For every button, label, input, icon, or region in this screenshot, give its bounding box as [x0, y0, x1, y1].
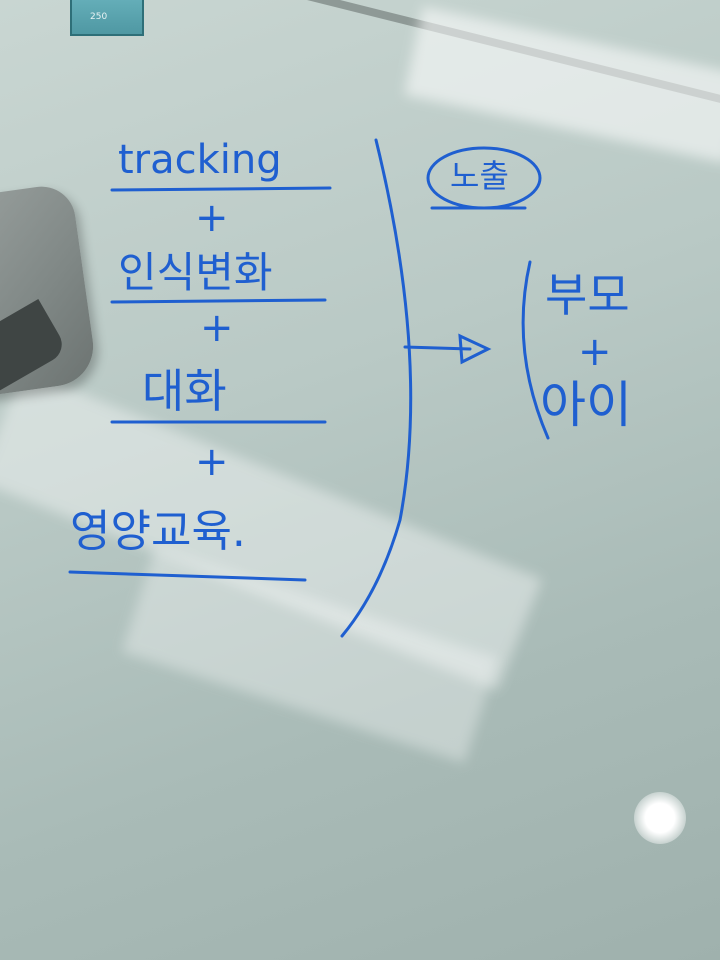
note-nutrition-education: 영양교육.	[70, 506, 246, 557]
note-tracking: tracking	[118, 137, 282, 183]
note-parents: 부모	[545, 268, 630, 322]
note-child: 아이	[540, 376, 632, 434]
plus-sign-3: +	[195, 439, 229, 485]
note-awareness-change: 인식변화	[118, 248, 273, 297]
ceiling-light-reflection	[634, 792, 686, 844]
product-box: 250	[70, 0, 144, 36]
arrow-head	[458, 333, 492, 365]
box-label: 250	[90, 12, 108, 22]
note-conversation: 대화	[142, 364, 227, 418]
underline-awareness	[110, 298, 327, 304]
note-exposure: 노출	[450, 157, 509, 195]
divider-curve	[340, 138, 413, 638]
plus-sign-1: +	[195, 195, 229, 241]
plus-sign-2: +	[200, 305, 234, 351]
underline-tracking	[110, 186, 332, 192]
arrow-shaft	[403, 345, 472, 351]
underline-nutrition	[68, 570, 307, 582]
plus-sign-right: +	[578, 329, 612, 375]
right-bracket	[521, 260, 550, 440]
